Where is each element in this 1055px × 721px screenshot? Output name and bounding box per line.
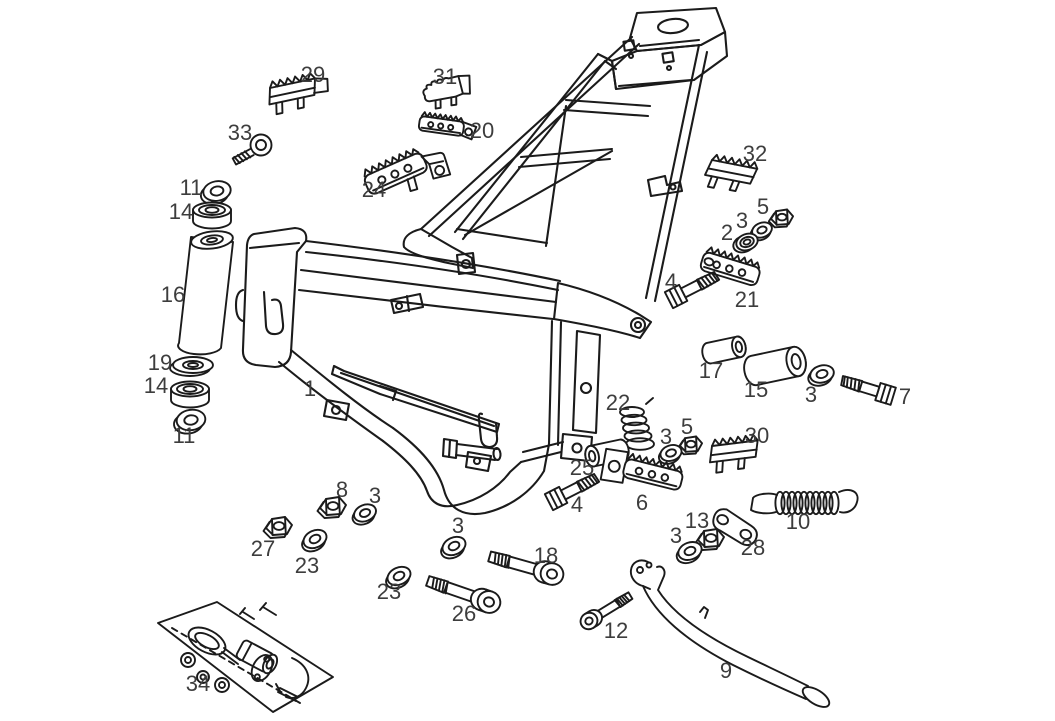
part-14-bearing (170, 380, 210, 409)
part-number-label: 3 (452, 513, 464, 538)
part-number-label: 23 (377, 579, 401, 604)
part-number-label: 3 (736, 208, 748, 233)
part-22-spring (619, 397, 655, 451)
part-number-label: 20 (470, 118, 494, 143)
part-number-label: 3 (369, 483, 381, 508)
part-10-stand-spring (750, 489, 859, 516)
part-24-footpeg-large (359, 144, 452, 197)
part-number-label: 3 (805, 382, 817, 407)
part-number-label: 13 (685, 508, 709, 533)
part-number-label: 14 (169, 199, 193, 224)
part-number-label: 32 (743, 141, 767, 166)
part-number-label: 33 (228, 120, 252, 145)
frame-body (234, 6, 729, 515)
part-number-label: 15 (744, 377, 768, 402)
part-14-bearing (192, 201, 232, 230)
part-number-label: 10 (786, 509, 810, 534)
part-number-label: 11 (180, 175, 203, 200)
part-20-footpeg (417, 110, 478, 141)
part-19-washer-large (169, 356, 214, 377)
part-33-eye-bolt (231, 133, 273, 166)
part-16-steering-stem-tube (177, 230, 234, 356)
part-number-label: 3 (670, 523, 682, 548)
part-number-label: 5 (757, 194, 769, 219)
part-number-label: 9 (720, 658, 732, 683)
part-number-label: 4 (665, 269, 677, 294)
part-number-label: 17 (699, 358, 723, 383)
part-number-label: 14 (144, 373, 168, 398)
part-number-label: 1 (304, 376, 316, 401)
part-number-label: 26 (452, 601, 476, 626)
part-23-washer (297, 525, 332, 556)
part-21-footpeg-holder (698, 244, 764, 288)
part-31-rubber-stop (422, 74, 471, 110)
part-9-side-stand (629, 559, 831, 708)
part-29-footrest-rubber-bracket (263, 71, 329, 117)
part-number-label: 8 (336, 477, 348, 502)
part-number-label: 24 (362, 177, 386, 202)
part-number-label: 2 (721, 220, 733, 245)
part-number-label: 5 (681, 414, 693, 439)
part-number-label: 16 (161, 282, 185, 307)
part-28-link-plate (712, 508, 758, 547)
part-number-label: 6 (636, 490, 648, 515)
part-number-label: 11 (173, 423, 196, 448)
part-number-label: 7 (899, 384, 911, 409)
part-2-seal-ring (732, 232, 759, 254)
part-number-label: 19 (148, 350, 172, 375)
part-number-label: 25 (570, 455, 594, 480)
part-number-label: 29 (301, 62, 325, 87)
part-number-label: 3 (660, 424, 672, 449)
part-number-label: 23 (295, 553, 319, 578)
part-number-label: 28 (741, 535, 765, 560)
part-number-label: 21 (735, 287, 759, 312)
part-number-label: 12 (604, 618, 628, 643)
part-7-hex-bolt (837, 370, 897, 406)
part-number-label: 31 (433, 64, 457, 89)
part-number-label: 22 (606, 390, 630, 415)
part-number-label: 27 (251, 536, 275, 561)
part-27-nut (262, 516, 293, 539)
part-34-hardware-kit-bag (157, 601, 334, 713)
loose-parts (157, 71, 897, 713)
part-6-footpeg-large (599, 447, 687, 492)
part-number-label: 30 (745, 423, 769, 448)
part-5-nut (768, 208, 794, 229)
part-number-label: 18 (534, 543, 558, 568)
part-number-label: 4 (571, 492, 583, 517)
part-number-label: 34 (186, 671, 210, 696)
